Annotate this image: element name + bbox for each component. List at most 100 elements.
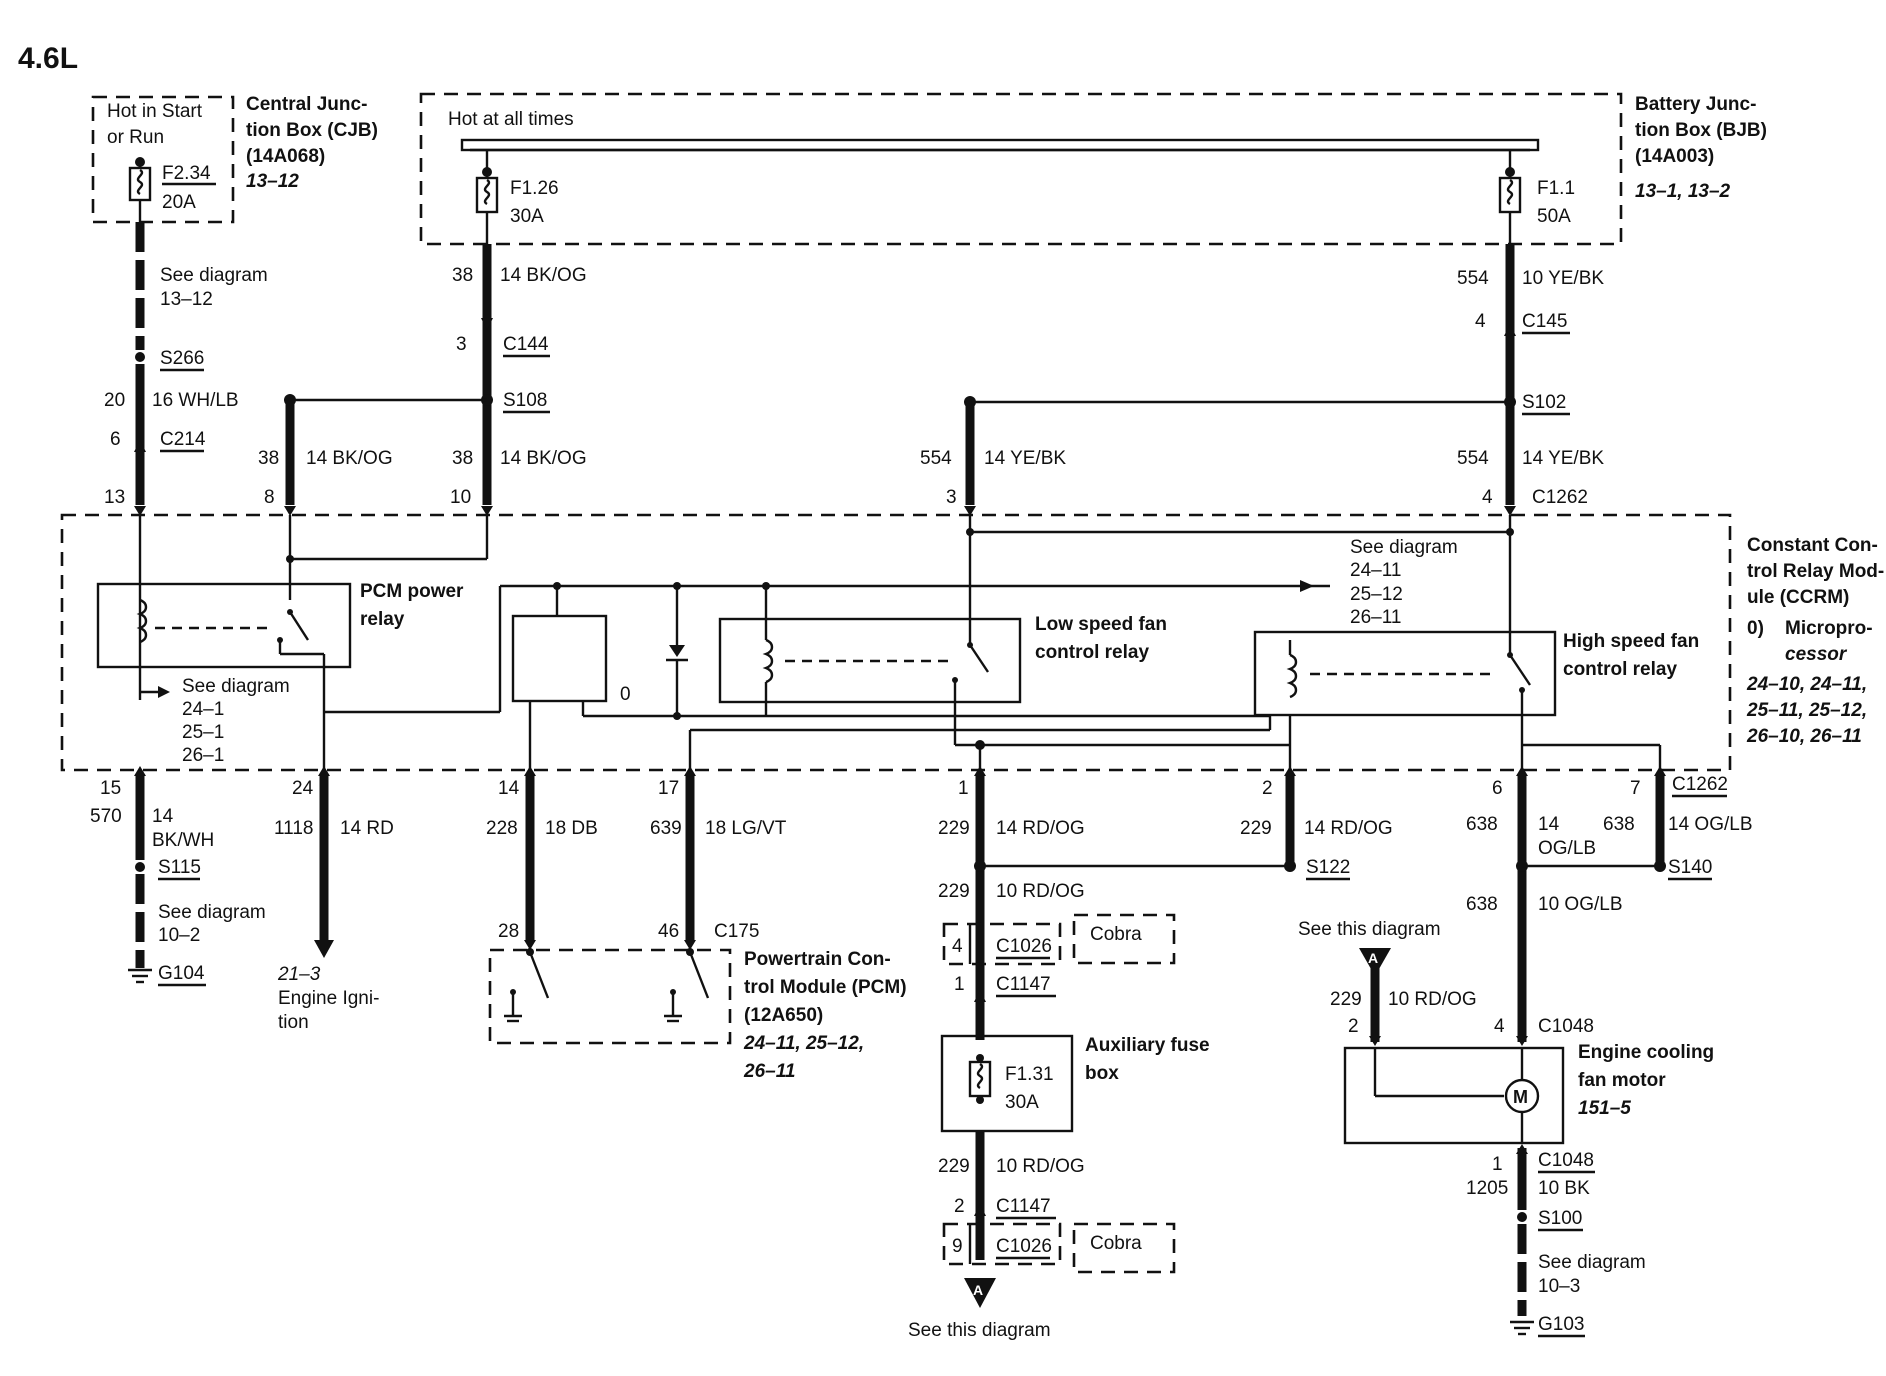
svg-text:14 YE/BK: 14 YE/BK	[984, 448, 1066, 469]
svg-text:13–1, 13–2: 13–1, 13–2	[1635, 181, 1731, 202]
svg-text:tion: tion	[278, 1012, 309, 1033]
svg-text:638: 638	[1466, 814, 1498, 835]
svg-text:229: 229	[938, 1156, 970, 1177]
svg-text:26–1: 26–1	[182, 745, 224, 766]
svg-text:Cobra: Cobra	[1090, 924, 1142, 945]
connector-c144: C144	[503, 334, 549, 355]
svg-text:2: 2	[1262, 778, 1273, 799]
svg-text:2: 2	[954, 1196, 965, 1217]
svg-text:638: 638	[1466, 894, 1498, 915]
connector-c145: C145	[1522, 311, 1567, 332]
svg-text:See diagram: See diagram	[1350, 537, 1458, 558]
svg-text:30A: 30A	[1005, 1092, 1039, 1113]
connector-c1262-top: C1262	[1532, 487, 1588, 508]
svg-text:4: 4	[1482, 487, 1493, 508]
connector-c214: C214	[160, 429, 206, 450]
svg-text:30A: 30A	[510, 206, 544, 227]
svg-text:Low speed fan: Low speed fan	[1035, 614, 1167, 635]
splice-s266: S266	[160, 348, 204, 369]
connector-c1048-lower: C1048	[1538, 1150, 1594, 1171]
svg-text:See diagram: See diagram	[158, 902, 266, 923]
connector-c1147: C1147	[996, 974, 1051, 995]
svg-text:A: A	[1368, 950, 1378, 966]
svg-text:151–5: 151–5	[1578, 1098, 1631, 1119]
fuse-icon	[1498, 150, 1522, 244]
connector-c1026: C1026	[996, 936, 1052, 957]
fuse-f2-34: F2.34	[162, 163, 211, 184]
svg-text:14: 14	[1538, 814, 1560, 835]
splice-s102: S102	[1522, 392, 1566, 413]
svg-text:26–10, 26–11: 26–10, 26–11	[1746, 726, 1862, 747]
svg-text:See diagram: See diagram	[182, 676, 290, 697]
splice-s115: S115	[158, 857, 201, 878]
ccrm-module: Constant Con- trol Relay Mod- ule (CCRM)…	[60, 513, 1884, 772]
svg-text:20: 20	[104, 390, 125, 411]
ground-icon	[1510, 1320, 1534, 1336]
svg-text:1: 1	[1492, 1154, 1503, 1175]
svg-text:Powertrain Con-: Powertrain Con-	[744, 949, 891, 970]
svg-text:BK/WH: BK/WH	[152, 830, 214, 851]
svg-text:4: 4	[952, 936, 963, 957]
svg-text:16 WH/LB: 16 WH/LB	[152, 390, 239, 411]
svg-text:See this diagram: See this diagram	[908, 1320, 1051, 1341]
svg-text:10 OG/LB: 10 OG/LB	[1538, 894, 1623, 915]
svg-text:See diagram: See diagram	[160, 265, 268, 286]
svg-text:14 RD: 14 RD	[340, 818, 394, 839]
svg-text:Hot in Start: Hot in Start	[107, 101, 203, 122]
svg-text:50A: 50A	[1537, 206, 1571, 227]
svg-text:tion Box (BJB): tion Box (BJB)	[1635, 120, 1767, 141]
svg-text:10 RD/OG: 10 RD/OG	[1388, 989, 1477, 1010]
svg-text:18 LG/VT: 18 LG/VT	[705, 818, 787, 839]
upper-wire-labels: See diagram 13–12 S266 20 16 WH/LB 6 C21…	[104, 265, 1604, 508]
connector-a-bottom: A See this diagram	[908, 1278, 1051, 1341]
svg-text:Micropro-: Micropro-	[1785, 618, 1873, 639]
fuse-f1-1: F1.1	[1537, 178, 1575, 199]
svg-text:1: 1	[958, 778, 969, 799]
svg-text:Central Junc-: Central Junc-	[246, 94, 367, 115]
svg-text:relay: relay	[360, 609, 405, 630]
engine-title: 4.6L	[18, 42, 78, 75]
svg-text:9: 9	[952, 1236, 963, 1257]
central-junction-box: Hot in Start or Run F2.34 20A Central Ju…	[91, 94, 378, 224]
ccrm-internal-wiring	[138, 515, 1514, 700]
svg-text:4: 4	[1475, 311, 1486, 332]
svg-text:26–11: 26–11	[743, 1061, 795, 1082]
pcm-power-relay: PCM power relay See diagram 24–1 25–1 26…	[96, 581, 464, 770]
svg-text:or Run: or Run	[107, 127, 164, 148]
svg-text:control relay: control relay	[1563, 659, 1677, 680]
svg-text:Auxiliary fuse: Auxiliary fuse	[1085, 1035, 1210, 1056]
fuse-icon	[128, 157, 152, 222]
svg-text:14 RD/OG: 14 RD/OG	[996, 818, 1085, 839]
svg-text:1118: 1118	[274, 818, 313, 839]
svg-text:38: 38	[452, 265, 473, 286]
splice-s100: S100	[1538, 1208, 1582, 1229]
svg-text:554: 554	[1457, 448, 1489, 469]
svg-text:3: 3	[946, 487, 957, 508]
engine-cooling-fan-motor: See this diagram A 229 10 RD/OG 2 4 C104…	[1298, 919, 1714, 1338]
svg-text:554: 554	[920, 448, 952, 469]
svg-text:Battery Junc-: Battery Junc-	[1635, 94, 1756, 115]
svg-text:1: 1	[954, 974, 965, 995]
lower-wire-labels: 15 570 14 BK/WH S115 See diagram 10–2 G1…	[90, 774, 1753, 1033]
svg-text:24–11: 24–11	[1350, 560, 1401, 581]
svg-text:639: 639	[650, 818, 682, 839]
splice-s140: S140	[1668, 857, 1712, 878]
lower-wiring	[128, 766, 1666, 1336]
ground-g103: G103	[1538, 1314, 1584, 1335]
svg-text:18 DB: 18 DB	[545, 818, 598, 839]
svg-text:1205: 1205	[1466, 1178, 1508, 1199]
svg-text:(14A003): (14A003)	[1635, 146, 1714, 167]
upper-wiring	[134, 222, 1516, 516]
svg-text:10–3: 10–3	[1538, 1276, 1580, 1297]
fuse-icon	[968, 1054, 992, 1104]
svg-text:OG/LB: OG/LB	[1538, 838, 1596, 859]
svg-text:A: A	[973, 1282, 983, 1298]
svg-text:Engine Igni-: Engine Igni-	[278, 988, 379, 1009]
svg-text:trol Relay Mod-: trol Relay Mod-	[1747, 561, 1884, 582]
svg-text:25–11, 25–12,: 25–11, 25–12,	[1746, 700, 1867, 721]
ground-icon	[128, 968, 152, 984]
svg-text:21–3: 21–3	[277, 964, 321, 985]
svg-text:14 YE/BK: 14 YE/BK	[1522, 448, 1604, 469]
svg-text:cessor: cessor	[1785, 644, 1848, 665]
svg-text:14: 14	[152, 806, 174, 827]
